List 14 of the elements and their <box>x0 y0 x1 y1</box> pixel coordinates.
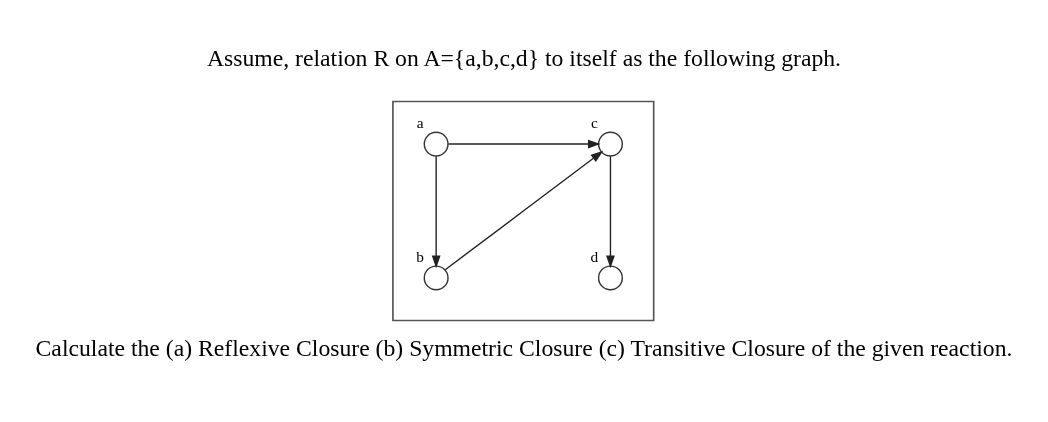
diagram-title: Assume, relation R on A={a,b,c,d} to itself as the following graph. <box>206 45 842 72</box>
arrow <box>444 150 604 271</box>
arrow <box>606 155 615 269</box>
node-circle <box>423 265 449 291</box>
caption: Calculate the (a) Reflexive Closure (b) Symmetric Closure (c) Transitive Closure of the given reaction. <box>35 335 1013 362</box>
node-label: d <box>590 247 599 265</box>
node-circle <box>597 131 623 157</box>
node-label: a <box>416 113 424 131</box>
node-circle <box>423 131 449 157</box>
node-label: b <box>416 247 424 265</box>
node-label: c <box>591 113 598 131</box>
arrow <box>431 155 441 269</box>
node-circle <box>597 265 623 291</box>
arrow <box>447 139 601 149</box>
